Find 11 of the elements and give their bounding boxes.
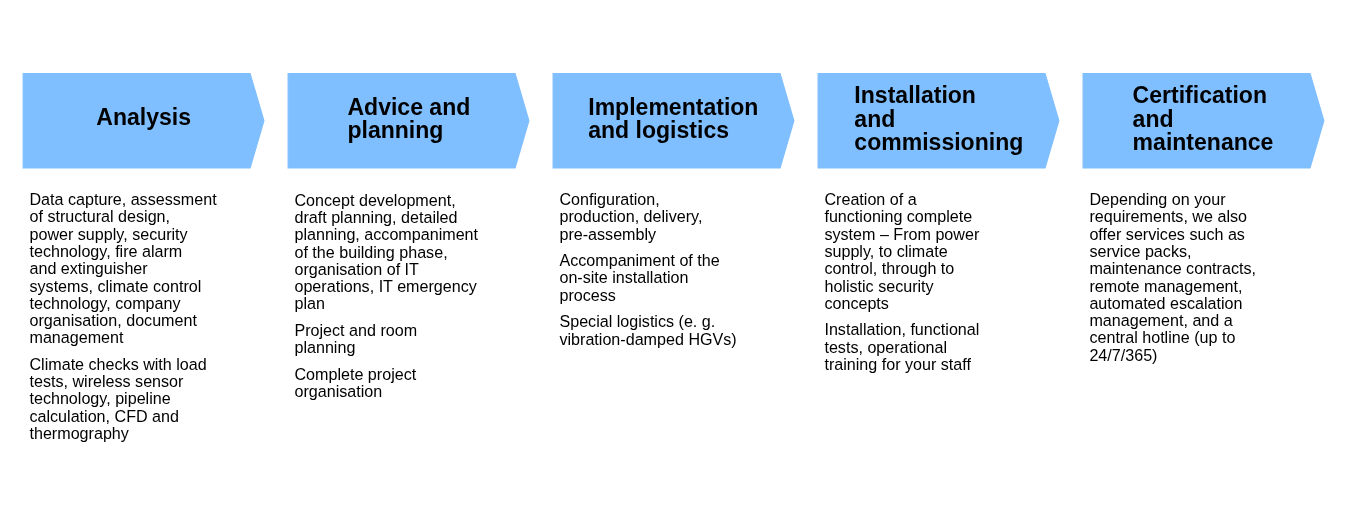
node-label: Accompaniment of the on-site installation process: [559, 250, 720, 304]
node-label: Climate checks with load tests, wireless sensor technology, pipeline calculation, CFD and thermography: [29, 354, 207, 442]
node-label: Project and room planning: [294, 320, 418, 356]
node-label: Creation of a functioning complete system – From power supply, to climate control, through to holistic security concepts: [824, 189, 980, 312]
node-label: Concept development, draft planning, detailed planning, accompaniment of the building phase, organisation of IT operations, IT emergency plan: [294, 190, 479, 312]
node-label: Complete project organisation: [294, 364, 417, 400]
node-label: Configuration, production, delivery, pre-assembly: [559, 189, 703, 243]
node-label: Installation, functional tests, operational training for your staff: [824, 319, 980, 373]
node-label: Data capture, assessment of structural design, power supply, security technology, fire alarm and extinguisher systems, climate control technology, company organisation, document management: [29, 189, 217, 346]
node-label: Depending on your requirements, we also offer services such as service packs, maintenance contracts, remote management, automated escalation management, and a central hotline (up to 24/7/365): [1089, 189, 1256, 364]
node-label: Special logistics (e. g. vibration-damped HGVs): [559, 311, 737, 347]
